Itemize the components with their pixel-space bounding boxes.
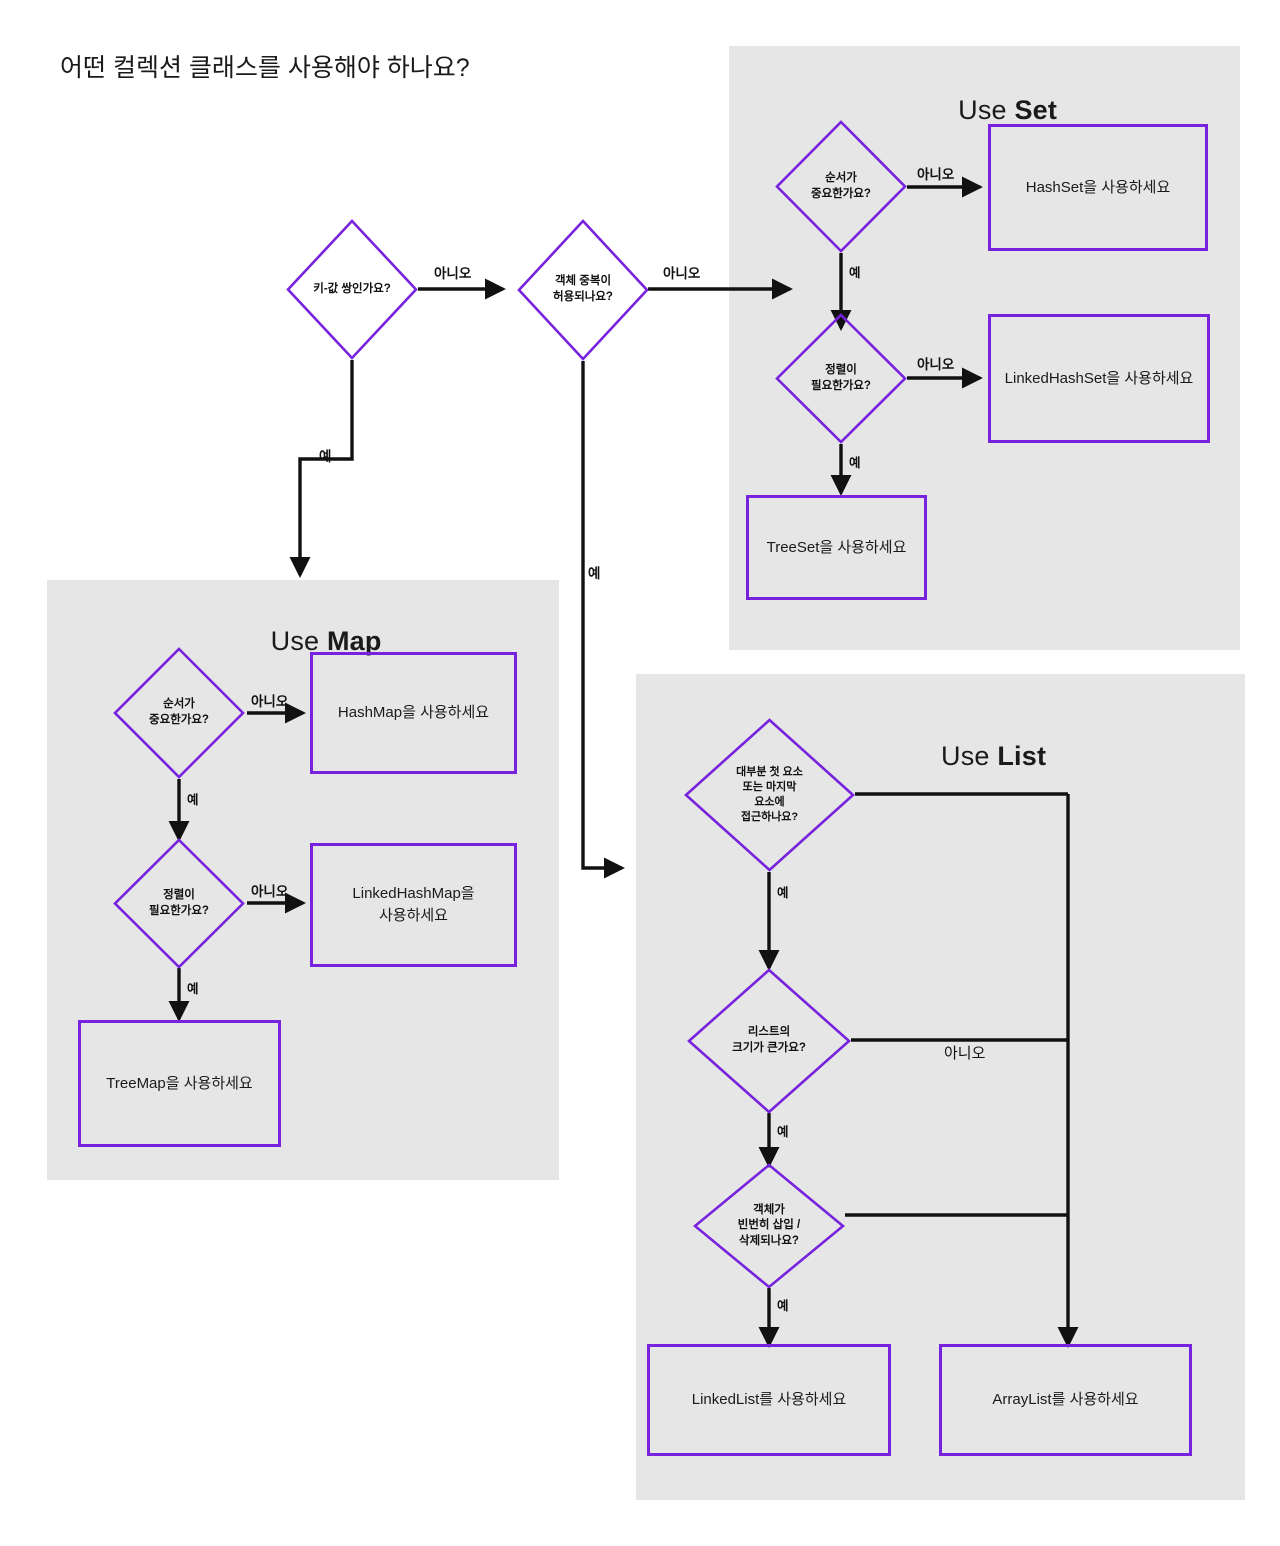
edge-label-set-sort-no: 아니오 [917, 357, 955, 372]
result-treeset[interactable]: TreeSet을 사용하세요 [746, 495, 927, 600]
result-linkedhashmap-label: LinkedHashMap을 사용하세요 [352, 885, 475, 924]
edge-label-map-sort-yes: 예 [187, 982, 199, 996]
decision-list-large-size-label: 리스트의 크기가 큰가요? [732, 1026, 806, 1054]
result-linkedlist[interactable]: LinkedList를 사용하세요 [647, 1344, 891, 1456]
edge-label-q1-to-map: 예 [319, 449, 332, 464]
decision-set-order-matters-label: 순서가 중요한가요? [811, 171, 871, 200]
panel-set-title-strong: Set [1014, 95, 1058, 125]
panel-list-title: Use List [696, 710, 1245, 803]
result-arraylist[interactable]: ArrayList를 사용하세요 [939, 1344, 1192, 1456]
decision-map-order-matters[interactable]: 순서가 중요한가요? [113, 647, 245, 779]
edge-q2-to-list [581, 361, 625, 879]
panel-map-title-strong: Map [326, 626, 382, 656]
result-treeset-label: TreeSet을 사용하세요 [766, 538, 907, 556]
edge-label-list-size-yes: 예 [777, 1125, 789, 1139]
panel-list-title-prefix: Use [941, 741, 998, 771]
result-linkedlist-label: LinkedList를 사용하세요 [691, 1391, 847, 1409]
edge-label-set-order-yes: 예 [849, 266, 861, 280]
edge-label-list-ends-yes: 예 [777, 886, 789, 900]
diamond-shape [113, 647, 245, 779]
result-linkedhashset-label: LinkedHashSet을 사용하세요 [1004, 369, 1194, 387]
decision-duplicates-allowed-label: 객체 중복이 허용되나요? [553, 275, 613, 303]
decision-list-frequent-insert-delete[interactable]: 객체가 빈번히 삽입 / 삭제되나요? [693, 1163, 845, 1289]
decision-duplicates-allowed[interactable]: 객체 중복이 허용되나요? [517, 219, 649, 361]
result-treemap-label: TreeMap을 사용하세요 [106, 1074, 253, 1092]
edge-q1-to-map [289, 360, 354, 578]
decision-set-order-matters[interactable]: 순서가 중요한가요? [775, 120, 907, 253]
diamond-shape [687, 968, 851, 1114]
panel-map-title: Use Map [47, 595, 559, 688]
edge-label-map-sort-no: 아니오 [251, 884, 289, 899]
panel-map-title-prefix: Use [270, 626, 327, 656]
panel-list-title-strong: List [997, 741, 1047, 771]
panel-set-title-prefix: Use [958, 95, 1015, 125]
decision-key-value-pair[interactable]: 키-값 쌍인가요? [286, 219, 418, 360]
diamond-shape [693, 1163, 845, 1289]
decision-key-value-pair-label: 키-값 쌍인가요? [313, 282, 391, 295]
edge-label-q2-to-list: 예 [588, 566, 601, 581]
diamond-shape [775, 120, 907, 253]
decision-list-access-ends[interactable]: 대부분 첫 요소 또는 마지막 요소에 접근하나요? [684, 718, 855, 872]
result-hashmap[interactable]: HashMap을 사용하세요 [310, 652, 517, 774]
edge-label-q1-to-q2: 아니오 [434, 266, 472, 281]
edge-label-map-order-yes: 예 [187, 793, 199, 807]
edge-label-list-insert-yes: 예 [777, 1299, 789, 1313]
panel-set: Use Set [729, 46, 1240, 650]
decision-map-sorting-needed-label: 정렬이 필요한가요? [149, 888, 209, 917]
panel-set-title: Use Set [729, 64, 1240, 157]
decision-map-sorting-needed[interactable]: 정렬이 필요한가요? [113, 838, 245, 969]
diamond-shape [113, 838, 245, 969]
edge-label-list-merge-no: 아니오 [944, 1045, 986, 1062]
decision-set-sorting-needed-label: 정렬이 필요한가요? [811, 363, 871, 392]
result-hashset-label: HashSet을 사용하세요 [1025, 178, 1171, 196]
edge-label-set-order-no: 아니오 [917, 167, 955, 182]
result-hashmap-label: HashMap을 사용하세요 [337, 704, 490, 722]
edge-label-map-order-no: 아니오 [251, 694, 289, 709]
diamond-shape [286, 219, 418, 360]
diamond-shape [517, 219, 649, 361]
diamond-shape [775, 313, 907, 444]
result-treemap[interactable]: TreeMap을 사용하세요 [78, 1020, 281, 1147]
result-linkedhashset[interactable]: LinkedHashSet을 사용하세요 [988, 314, 1210, 443]
page-title: 어떤 컬렉션 클래스를 사용해야 하나요? [60, 54, 470, 82]
decision-list-access-ends-label: 대부분 첫 요소 또는 마지막 요소에 접근하나요? [736, 766, 803, 823]
result-hashset[interactable]: HashSet을 사용하세요 [988, 124, 1208, 251]
decision-map-order-matters-label: 순서가 중요한가요? [149, 698, 209, 726]
result-arraylist-label: ArrayList를 사용하세요 [992, 1391, 1139, 1409]
diamond-shape [684, 718, 855, 872]
edge-label-q2-to-set: 아니오 [663, 266, 701, 281]
edge-label-set-sort-yes: 예 [849, 456, 861, 470]
result-linkedhashmap[interactable]: LinkedHashMap을 사용하세요 [310, 843, 517, 967]
decision-list-large-size[interactable]: 리스트의 크기가 큰가요? [687, 968, 851, 1114]
panel-map: Use Map [47, 580, 559, 1180]
decision-list-frequent-insert-delete-label: 객체가 빈번히 삽입 / 삭제되나요? [737, 1203, 801, 1247]
decision-set-sorting-needed[interactable]: 정렬이 필요한가요? [775, 313, 907, 444]
